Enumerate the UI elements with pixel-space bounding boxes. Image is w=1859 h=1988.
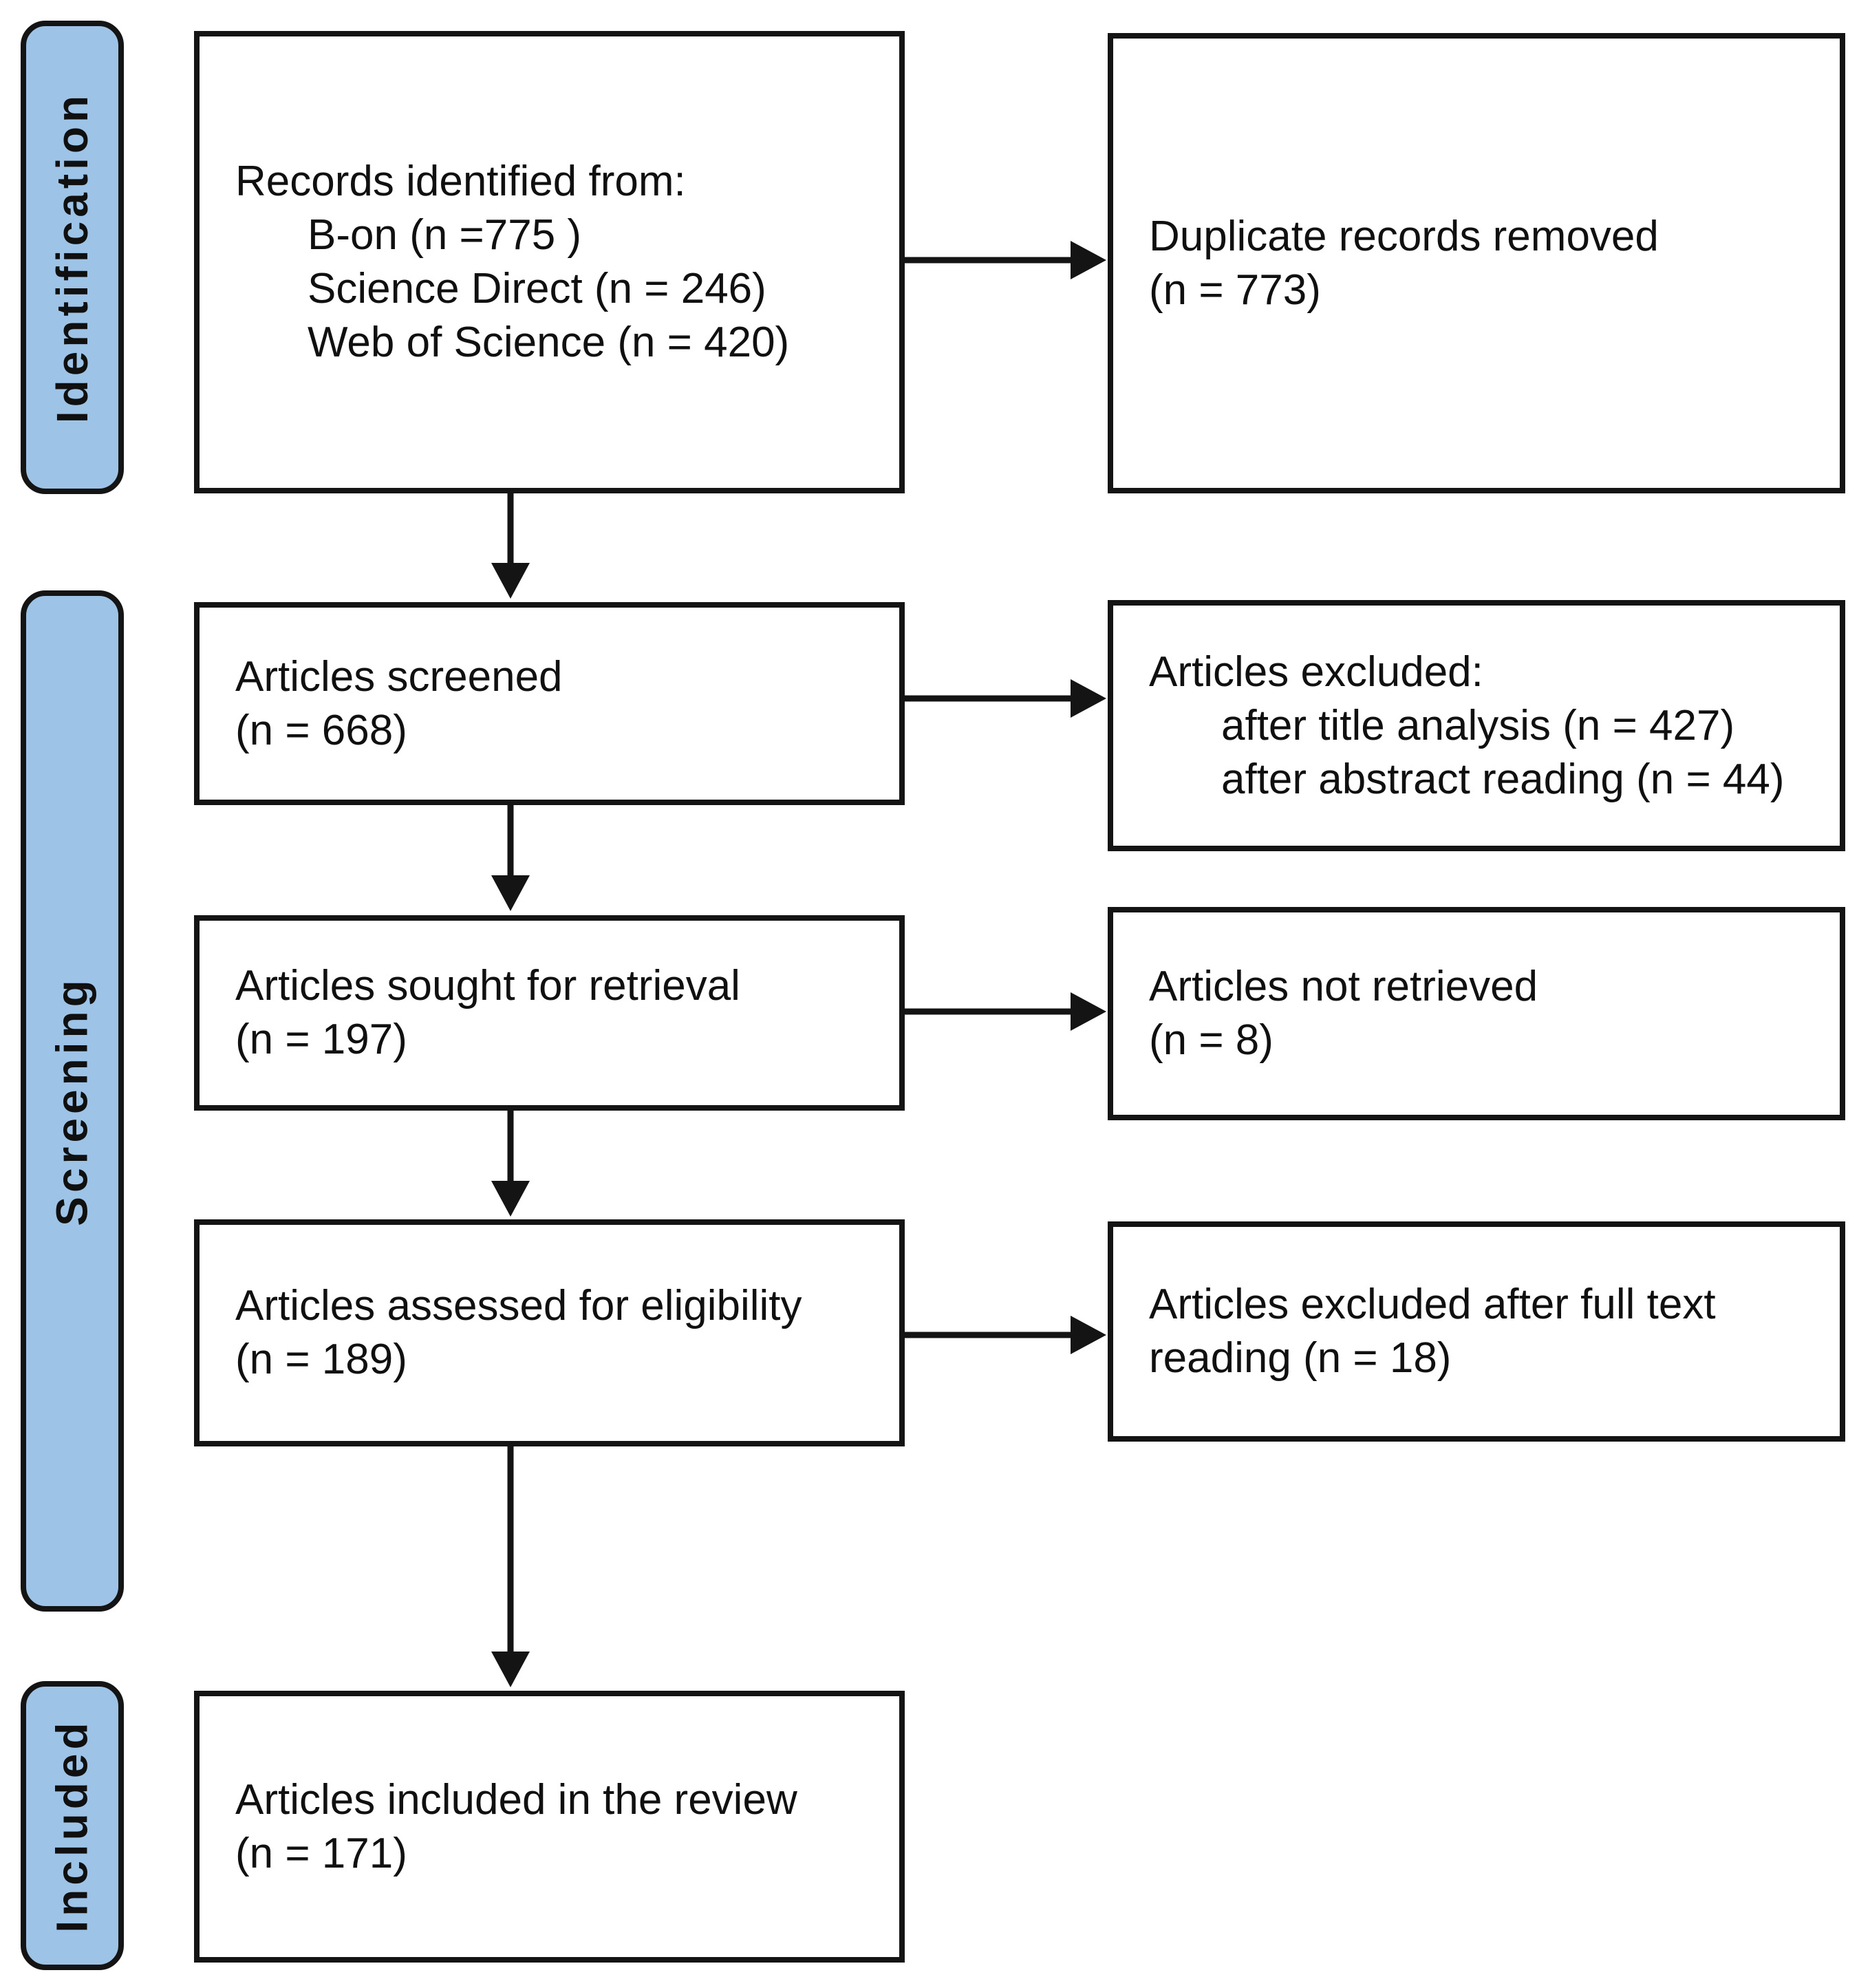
box-records-title: Records identified from:: [235, 158, 686, 205]
box-not-retrieved-line-1: Articles not retrieved: [1149, 963, 1538, 1010]
stage-label-included: Included: [47, 1718, 97, 1933]
box-articles-screened: Articles screened (n = 668): [194, 602, 905, 805]
box-included-count: (n = 171): [235, 1829, 407, 1877]
box-assessed-line-1: Articles assessed for eligibility: [235, 1282, 802, 1329]
box-duplicates-count: (n = 773): [1149, 266, 1321, 314]
arrow-screened-to-excluded: [905, 679, 1106, 718]
box-articles-assessed-eligibility: Articles assessed for eligibility (n = 1…: [194, 1219, 905, 1446]
arrow-assessed-to-excluded-fulltext: [905, 1316, 1106, 1354]
box-articles-included-review: Articles included in the review (n = 171…: [194, 1691, 905, 1963]
box-screened-count: (n = 668): [235, 706, 407, 754]
box-included-line-1: Articles included in the review: [235, 1775, 797, 1824]
box-sought-count: (n = 197): [235, 1016, 407, 1063]
box-not-retrieved-count: (n = 8): [1149, 1016, 1274, 1064]
box-records-source-bon: B-on (n =775 ): [308, 211, 582, 259]
box-articles-excluded-screening: Articles excluded: after title analysis …: [1108, 600, 1845, 851]
arrow-records-to-screened: [491, 493, 530, 599]
box-sought-line-1: Articles sought for retrieval: [235, 962, 740, 1009]
arrow-sought-to-assessed: [491, 1111, 530, 1217]
box-records-source-sciencedirect: Science Direct (n = 246): [308, 265, 766, 312]
box-assessed-count: (n = 189): [235, 1336, 407, 1383]
box-screened-line-1: Articles screened: [235, 652, 563, 701]
stage-bar-screening: Screening: [21, 590, 124, 1612]
box-articles-excluded-fulltext: Articles excluded after full text readin…: [1108, 1221, 1845, 1442]
arrow-screened-to-sought: [491, 805, 530, 911]
box-excluded-title-analysis: after title analysis (n = 427): [1221, 701, 1735, 749]
box-duplicates-line-1: Duplicate records removed: [1149, 212, 1659, 260]
box-excluded-fulltext-line-1: Articles excluded after full text: [1149, 1281, 1716, 1328]
stage-bar-included: Included: [21, 1681, 124, 1970]
stage-label-identification: Identification: [47, 91, 97, 424]
stage-label-screening: Screening: [47, 976, 97, 1226]
arrow-assessed-to-included: [491, 1446, 530, 1687]
box-records-source-webofscience: Web of Science (n = 420): [308, 319, 790, 366]
arrow-sought-to-not-retrieved: [905, 992, 1106, 1031]
box-excluded-screening-title: Articles excluded:: [1149, 648, 1483, 696]
box-records-identified: Records identified from: B-on (n =775 ) …: [194, 31, 905, 493]
box-excluded-fulltext-line-2: reading (n = 18): [1149, 1334, 1452, 1382]
box-articles-sought-retrieval: Articles sought for retrieval (n = 197): [194, 915, 905, 1111]
box-articles-not-retrieved: Articles not retrieved (n = 8): [1108, 907, 1845, 1120]
stage-bar-identification: Identification: [21, 21, 124, 494]
box-duplicate-records-removed: Duplicate records removed (n = 773): [1108, 33, 1845, 493]
box-excluded-abstract-reading: after abstract reading (n = 44): [1221, 755, 1785, 803]
arrow-records-to-duplicates: [905, 241, 1106, 279]
